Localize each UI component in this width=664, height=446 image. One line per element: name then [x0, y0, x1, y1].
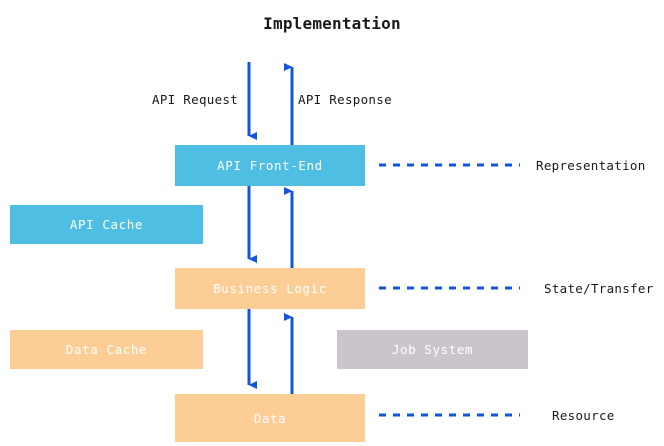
label-api-request: API Request [152, 92, 239, 107]
label-representation: Representation [536, 158, 646, 173]
node-data[interactable]: Data [175, 394, 365, 442]
node-job-system[interactable]: Job System [337, 330, 528, 369]
label-api-response: API Response [298, 92, 392, 107]
label-resource: Resource [552, 408, 615, 423]
page-title: Implementation [263, 14, 401, 33]
node-api-cache[interactable]: API Cache [10, 205, 203, 244]
node-business-logic[interactable]: Business Logic [175, 268, 365, 309]
node-api-front-end[interactable]: API Front-End [175, 145, 365, 186]
label-state-transfer: State/Transfer [544, 281, 654, 296]
node-data-cache[interactable]: Data Cache [10, 330, 203, 369]
